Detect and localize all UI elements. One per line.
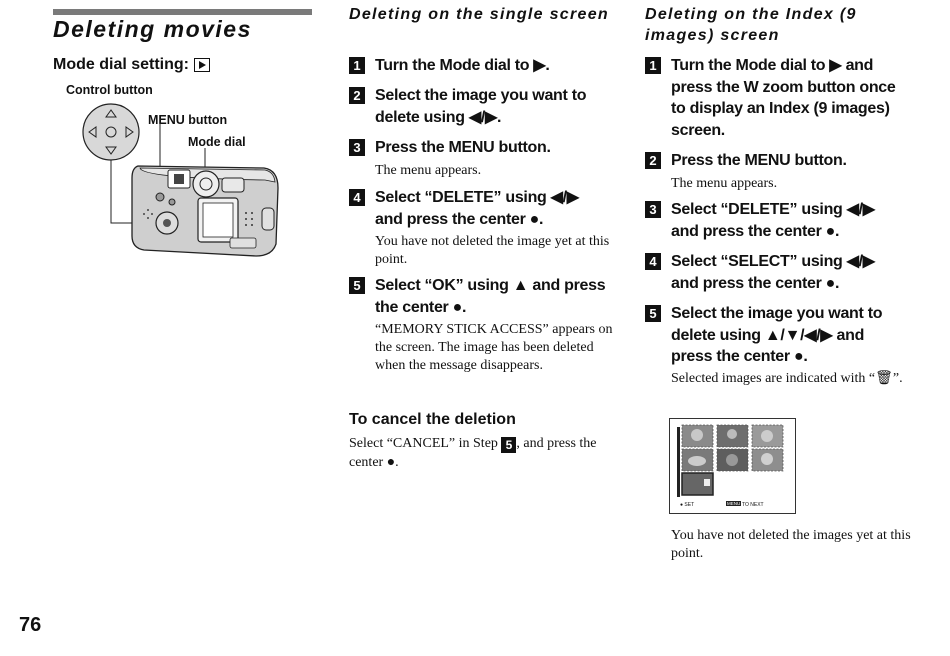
camera-illustration bbox=[82, 103, 279, 257]
index-step-2-note: The menu appears. bbox=[671, 176, 778, 191]
index-step-2: 2 Press the MENU button. bbox=[645, 150, 915, 172]
index-step-4: 4 Select “SELECT” using ◀/▶ and press th… bbox=[645, 251, 915, 294]
step-number: 4 bbox=[645, 253, 661, 270]
step-text: Select “OK” using ▲ and press the center… bbox=[375, 277, 606, 316]
mode-dial-setting: Mode dial setting: bbox=[53, 56, 211, 74]
step-text: Turn the Mode dial to ▶. bbox=[375, 57, 550, 74]
menu-button-label: MENU button bbox=[148, 113, 228, 127]
page-number: 76 bbox=[19, 614, 42, 636]
screen-next-label: TO NEXT bbox=[742, 502, 764, 508]
cancel-text-b: , and press the center ●. bbox=[349, 436, 597, 470]
index-final-note: You have not deleted the images yet at t… bbox=[671, 528, 911, 561]
step-number: 3 bbox=[349, 139, 365, 156]
step-number: 1 bbox=[645, 57, 661, 74]
mode-dial-label: Mode dial bbox=[188, 135, 246, 149]
single-step-3-note: The menu appears. bbox=[375, 163, 482, 178]
title-rule bbox=[53, 9, 312, 15]
step-text: Turn the Mode dial to ▶ and press the W … bbox=[671, 57, 896, 139]
single-step-5-note: “MEMORY STICK ACCESS” appears on the scr… bbox=[375, 322, 613, 373]
single-step-2: 2 Select the image you want to delete us… bbox=[349, 85, 619, 128]
playback-icon bbox=[194, 58, 210, 72]
step-text: Select “SELECT” using ◀/▶ and press the … bbox=[671, 253, 875, 292]
index-screen-heading: Deleting on the Index (9 images) screen bbox=[645, 6, 857, 44]
single-step-4: 4 Select “DELETE” using ◀/▶ and press th… bbox=[349, 187, 619, 230]
single-step-4-note: You have not deleted the image yet at th… bbox=[375, 234, 610, 267]
cancel-heading: To cancel the deletion bbox=[349, 411, 516, 428]
step-number: 5 bbox=[645, 305, 661, 322]
control-pad-closeup bbox=[82, 103, 140, 161]
single-step-1: 1 Turn the Mode dial to ▶. bbox=[349, 55, 619, 77]
index-step-5: 5 Select the image you want to delete us… bbox=[645, 303, 915, 368]
index-step-3: 3 Select “DELETE” using ◀/▶ and press th… bbox=[645, 199, 915, 242]
camera-body bbox=[131, 165, 279, 257]
single-step-3: 3 Press the MENU button. bbox=[349, 137, 619, 159]
step-number: 1 bbox=[349, 57, 365, 74]
step-text: Select “DELETE” using ◀/▶ and press the … bbox=[375, 189, 579, 228]
step-text: Press the MENU button. bbox=[375, 139, 551, 156]
index-screen-graphic bbox=[677, 424, 784, 497]
mode-setting-label: Mode dial setting: bbox=[53, 56, 189, 73]
page-title: Deleting movies bbox=[53, 16, 252, 42]
index-screen-illustration: ● SET MENU TO NEXT bbox=[669, 418, 796, 514]
step-number: 2 bbox=[349, 87, 365, 104]
step-number: 5 bbox=[349, 277, 365, 294]
step-number: 3 bbox=[645, 201, 661, 218]
single-screen-heading: Deleting on the single screen bbox=[349, 6, 609, 23]
index-step-5-note: Selected images are indicated with “🗑”. bbox=[671, 371, 903, 386]
screen-menu-label: MENU bbox=[726, 501, 742, 506]
control-button-label: Control button bbox=[66, 83, 153, 97]
cancel-step-number: 5 bbox=[501, 437, 517, 453]
cancel-text-a: Select “CANCEL” in Step bbox=[349, 436, 498, 451]
index-step-1: 1 Turn the Mode dial to ▶ and press the … bbox=[645, 55, 915, 141]
step-number: 4 bbox=[349, 189, 365, 206]
screen-set-label: ● SET bbox=[680, 502, 695, 508]
single-step-5: 5 Select “OK” using ▲ and press the cent… bbox=[349, 275, 619, 318]
step-text: Select the image you want to delete usin… bbox=[671, 305, 883, 365]
step-text: Press the MENU button. bbox=[671, 152, 847, 169]
step-number: 2 bbox=[645, 152, 661, 169]
step-text: Select “DELETE” using ◀/▶ and press the … bbox=[671, 201, 875, 240]
cancel-text: Select “CANCEL” in Step 5, and press the… bbox=[349, 434, 614, 472]
step-text: Select the image you want to delete usin… bbox=[375, 87, 587, 126]
